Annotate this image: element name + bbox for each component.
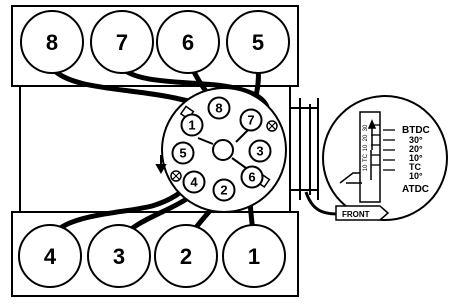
bottom-bank-cylinders: 4 3 2 1 bbox=[18, 224, 286, 288]
timing-top-label: BTDC bbox=[402, 125, 430, 136]
distributor-terminal-outline bbox=[182, 170, 206, 194]
cylinder-outline bbox=[154, 224, 218, 288]
cylinder-number: 3 bbox=[113, 244, 125, 269]
distributor-terminal-number: 2 bbox=[220, 183, 227, 198]
cylinder-number: 1 bbox=[248, 244, 260, 269]
cylinder: 5 bbox=[226, 10, 290, 74]
distributor-terminals: 8 7 36 2 451 bbox=[171, 96, 272, 202]
distributor-terminal-number: 8 bbox=[215, 101, 222, 116]
distributor-terminal-number: 6 bbox=[248, 170, 255, 185]
cylinder-outline bbox=[156, 10, 220, 74]
distributor-terminal: 3 bbox=[248, 139, 272, 163]
timing-mark-label: 10° bbox=[409, 171, 423, 181]
cylinder-number: 2 bbox=[180, 244, 192, 269]
front-arrow: FRONT bbox=[304, 191, 390, 221]
distributor-terminal: 1 bbox=[180, 113, 204, 137]
distributor-terminal: 2 bbox=[212, 178, 236, 202]
distributor-terminal: 4 bbox=[182, 170, 206, 194]
distributor-terminal: 7 bbox=[239, 108, 263, 132]
timing-scale-left-label: 30 bbox=[363, 124, 369, 131]
distributor-terminal-outline bbox=[212, 178, 236, 202]
distributor-terminal: 6 bbox=[240, 165, 264, 189]
front-arrow-icon bbox=[335, 205, 390, 221]
timing-scale-left-label: TC bbox=[363, 153, 369, 162]
distributor-terminal-number: 3 bbox=[256, 144, 263, 159]
cylinder-number: 4 bbox=[44, 244, 57, 269]
cap-screw bbox=[266, 120, 278, 132]
cylinder: 8 bbox=[20, 10, 84, 74]
cylinder-number: 5 bbox=[252, 30, 264, 55]
distributor-terminal-number: 7 bbox=[247, 113, 254, 128]
timing-pointer bbox=[339, 150, 372, 184]
cylinder: 4 bbox=[18, 224, 82, 288]
rotation-arrow-icon bbox=[155, 155, 167, 175]
timing-mark-label: TC bbox=[409, 162, 421, 172]
cylinder-outline bbox=[90, 10, 154, 74]
timing-detail: 30 20 10 TC 10 BTDC 30° 20° 10° TC 10° A… bbox=[322, 95, 448, 221]
cylinder: 3 bbox=[87, 224, 151, 288]
cylinder-outline bbox=[18, 224, 82, 288]
distributor-terminal-outline bbox=[207, 96, 231, 120]
cylinder: 2 bbox=[154, 224, 218, 288]
distributor-terminal-number: 4 bbox=[190, 175, 198, 190]
distributor-terminal: 8 bbox=[207, 96, 231, 120]
timing-scale-left-label: 10 bbox=[363, 144, 369, 151]
distributor-terminal-outline bbox=[240, 165, 264, 189]
top-bank-cylinders: 8 7 6 5 bbox=[20, 10, 290, 74]
cylinder: 6 bbox=[156, 10, 220, 74]
distributor-terminal-outline bbox=[248, 139, 272, 163]
direction-up-arrow-icon bbox=[367, 119, 377, 150]
cylinder: 7 bbox=[90, 10, 154, 74]
cylinder: 1 bbox=[222, 224, 286, 288]
distributor-terminal-number: 5 bbox=[179, 146, 186, 161]
timing-scale-left-label: 20 bbox=[363, 134, 369, 141]
distributor-terminal-number: 1 bbox=[188, 118, 195, 133]
timing-mark-label: 20° bbox=[409, 144, 423, 154]
cylinder-number: 6 bbox=[182, 30, 194, 55]
distributor-terminal-outline bbox=[239, 108, 263, 132]
cylinder-number: 8 bbox=[46, 30, 58, 55]
timing-detail-lens bbox=[322, 95, 448, 221]
timing-mark-label: 30° bbox=[409, 135, 423, 145]
distributor-terminal: 5 bbox=[171, 141, 195, 165]
cylinder-outline bbox=[20, 10, 84, 74]
distributor-terminal-outline bbox=[180, 113, 204, 137]
cylinder-outline bbox=[87, 224, 151, 288]
timing-cover bbox=[290, 98, 319, 200]
cap-screw bbox=[170, 170, 182, 182]
rotor-center bbox=[212, 139, 234, 161]
distributor-terminal-outline bbox=[171, 141, 195, 165]
timing-mark-label: 10° bbox=[409, 153, 423, 163]
front-label: FRONT bbox=[342, 210, 370, 219]
cylinder-number: 7 bbox=[116, 30, 128, 55]
timing-bottom-label: ATDC bbox=[402, 184, 429, 195]
cylinder-outline bbox=[226, 10, 290, 74]
timing-scale-left-label: 10 bbox=[363, 164, 369, 171]
cylinder-outline bbox=[222, 224, 286, 288]
